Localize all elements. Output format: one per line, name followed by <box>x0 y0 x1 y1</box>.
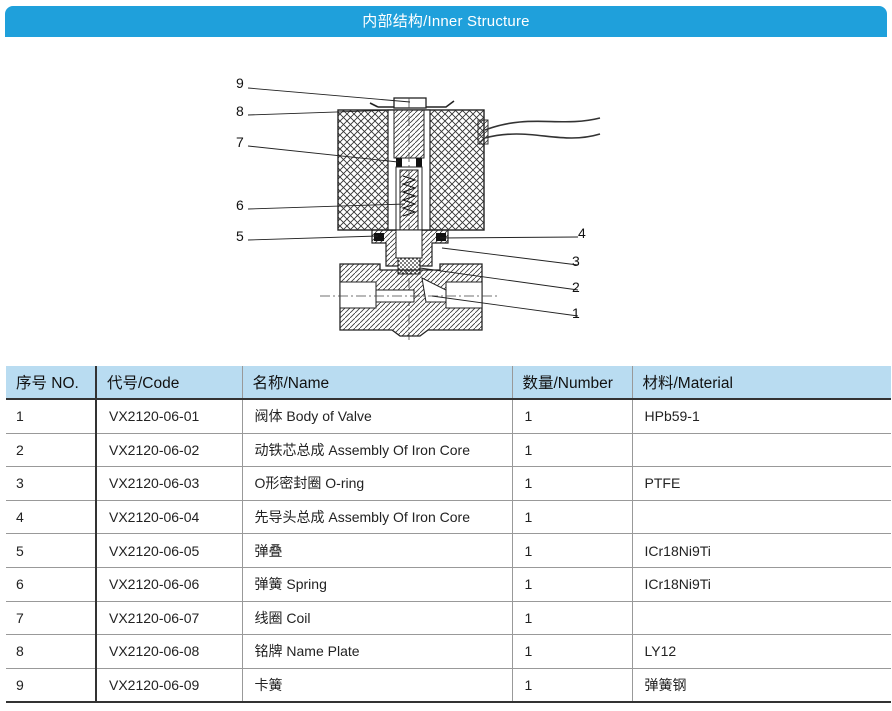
seal-top-left <box>396 158 402 167</box>
table-row: 1 VX2120-06-01 阀体 Body of Valve 1 HPb59-… <box>6 399 891 434</box>
cell-code: VX2120-06-03 <box>95 466 242 501</box>
cell-no: 9 <box>6 668 96 704</box>
cell-number: 1 <box>511 433 632 468</box>
cell-code: VX2120-06-01 <box>95 399 242 434</box>
header-name: 名称/Name <box>241 366 512 400</box>
cell-number: 1 <box>511 634 632 669</box>
cell-code: VX2120-06-08 <box>95 634 242 669</box>
callout-7: 7 <box>236 134 244 150</box>
cell-no: 1 <box>6 399 96 434</box>
cell-number: 1 <box>511 668 632 704</box>
cell-material: HPb59-1 <box>631 399 891 434</box>
cell-name: 卡簧 <box>241 668 512 704</box>
cell-material: LY12 <box>631 634 891 669</box>
callout-2: 2 <box>572 279 580 295</box>
callout-1: 1 <box>572 305 580 321</box>
table-row: 4 VX2120-06-04 先导头总成 Assembly Of Iron Co… <box>6 500 891 535</box>
header-no: 序号 NO. <box>6 366 96 400</box>
section-title: 内部结构/Inner Structure <box>362 13 530 30</box>
header-material: 材料/Material <box>631 366 891 400</box>
table-row: 3 VX2120-06-03 O形密封圈 O-ring 1 PTFE <box>6 466 891 501</box>
cell-name: 弹簧 Spring <box>241 567 512 602</box>
cell-no: 3 <box>6 466 96 501</box>
cell-name: 铭牌 Name Plate <box>241 634 512 669</box>
cell-name: O形密封圈 O-ring <box>241 466 512 501</box>
table-row: 9 VX2120-06-09 卡簧 1 弹簧钢 <box>6 668 891 704</box>
cell-code: VX2120-06-05 <box>95 533 242 568</box>
cell-name: 线圈 Coil <box>241 601 512 636</box>
coil-wire-lower <box>484 133 601 139</box>
inlet-port <box>339 281 377 309</box>
table-header-row: 序号 NO. 代号/Code 名称/Name 数量/Number 材料/Mate… <box>6 366 891 400</box>
cell-code: VX2120-06-04 <box>95 500 242 535</box>
cell-code: VX2120-06-06 <box>95 567 242 602</box>
cell-no: 8 <box>6 634 96 669</box>
outlet-port <box>445 281 483 309</box>
section-banner: 内部结构/Inner Structure <box>5 6 887 37</box>
callout-6: 6 <box>236 197 244 213</box>
cell-no: 7 <box>6 601 96 636</box>
cell-material <box>631 433 891 468</box>
callout-5: 5 <box>236 228 244 244</box>
callout-3: 3 <box>572 253 580 269</box>
cell-name: 动铁芯总成 Assembly Of Iron Core <box>241 433 512 468</box>
cell-code: VX2120-06-07 <box>95 601 242 636</box>
cell-no: 6 <box>6 567 96 602</box>
cell-name: 弹叠 <box>241 533 512 568</box>
o-ring-left <box>374 233 384 241</box>
seal-top-right <box>416 158 422 167</box>
cell-number: 1 <box>511 567 632 602</box>
cell-code: VX2120-06-09 <box>95 668 242 704</box>
table-row: 2 VX2120-06-02 动铁芯总成 Assembly Of Iron Co… <box>6 433 891 468</box>
cell-number: 1 <box>511 399 632 434</box>
table-row: 5 VX2120-06-05 弹叠 1 ICr18Ni9Ti <box>6 533 891 568</box>
cell-material <box>631 601 891 636</box>
o-ring-right <box>436 233 446 241</box>
cell-number: 1 <box>511 500 632 535</box>
table-row: 6 VX2120-06-06 弹簧 Spring 1 ICr18Ni9Ti <box>6 567 891 602</box>
spring <box>401 175 417 217</box>
cell-number: 1 <box>511 533 632 568</box>
header-number: 数量/Number <box>511 366 632 400</box>
cell-name: 阀体 Body of Valve <box>241 399 512 434</box>
cell-material: ICr18Ni9Ti <box>631 567 891 602</box>
callout-8: 8 <box>236 103 244 119</box>
cell-code: VX2120-06-02 <box>95 433 242 468</box>
cell-material: ICr18Ni9Ti <box>631 533 891 568</box>
cell-name: 先导头总成 Assembly Of Iron Core <box>241 500 512 535</box>
cell-no: 2 <box>6 433 96 468</box>
inner-structure-diagram: 9 8 7 6 5 4 3 2 1 <box>236 75 601 340</box>
header-code: 代号/Code <box>95 366 242 400</box>
parts-table: 序号 NO. 代号/Code 名称/Name 数量/Number 材料/Mate… <box>6 366 891 704</box>
callout-4: 4 <box>578 225 586 241</box>
coil-wire-upper <box>484 117 601 131</box>
cell-no: 4 <box>6 500 96 535</box>
cell-material: 弹簧钢 <box>631 668 891 704</box>
table-row: 7 VX2120-06-07 线圈 Coil 1 <box>6 601 891 636</box>
pilot-bore <box>395 229 423 259</box>
callout-9: 9 <box>236 75 244 91</box>
cell-no: 5 <box>6 533 96 568</box>
name-plate <box>393 97 427 109</box>
cell-number: 1 <box>511 466 632 501</box>
cell-material: PTFE <box>631 466 891 501</box>
table-row: 8 VX2120-06-08 铭牌 Name Plate 1 LY12 <box>6 634 891 669</box>
cell-number: 1 <box>511 601 632 636</box>
cell-material <box>631 500 891 535</box>
